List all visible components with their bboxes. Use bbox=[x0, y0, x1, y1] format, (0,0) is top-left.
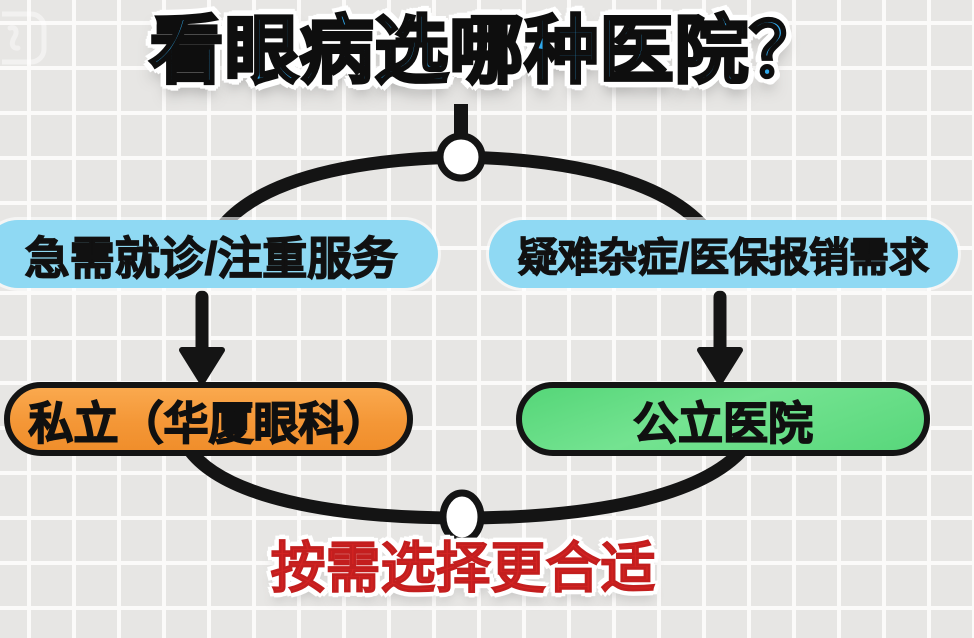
result-left-box: 私立（华厦眼科） bbox=[4, 382, 413, 456]
down-arrow-left-icon bbox=[179, 290, 225, 385]
result-right-label: 公立医院 bbox=[632, 397, 814, 450]
condition-right-pill: 疑难杂症/医保报销需求 bbox=[489, 220, 958, 288]
result-right-box: 公立医院 bbox=[516, 382, 930, 456]
condition-right-label: 疑难杂症/医保报销需求 bbox=[517, 235, 930, 280]
down-arrow-right-head bbox=[697, 347, 743, 385]
page-title: 看眼病选哪种医院？ bbox=[148, 9, 825, 92]
footer-note: 按需选择更合适 bbox=[270, 537, 656, 599]
watermark-logo-icon bbox=[0, 11, 47, 65]
result-left-label: 私立（华厦眼科） bbox=[28, 397, 390, 450]
bottom-node-circle bbox=[439, 489, 485, 545]
condition-left-label: 急需就诊/注重服务 bbox=[24, 232, 398, 284]
down-arrow-right-icon bbox=[697, 290, 743, 385]
down-arrow-left-head bbox=[179, 347, 225, 385]
watermark-logo-icon bbox=[0, 8, 58, 66]
condition-left-pill: 急需就诊/注重服务 bbox=[0, 220, 438, 288]
top-node-circle bbox=[436, 132, 486, 182]
